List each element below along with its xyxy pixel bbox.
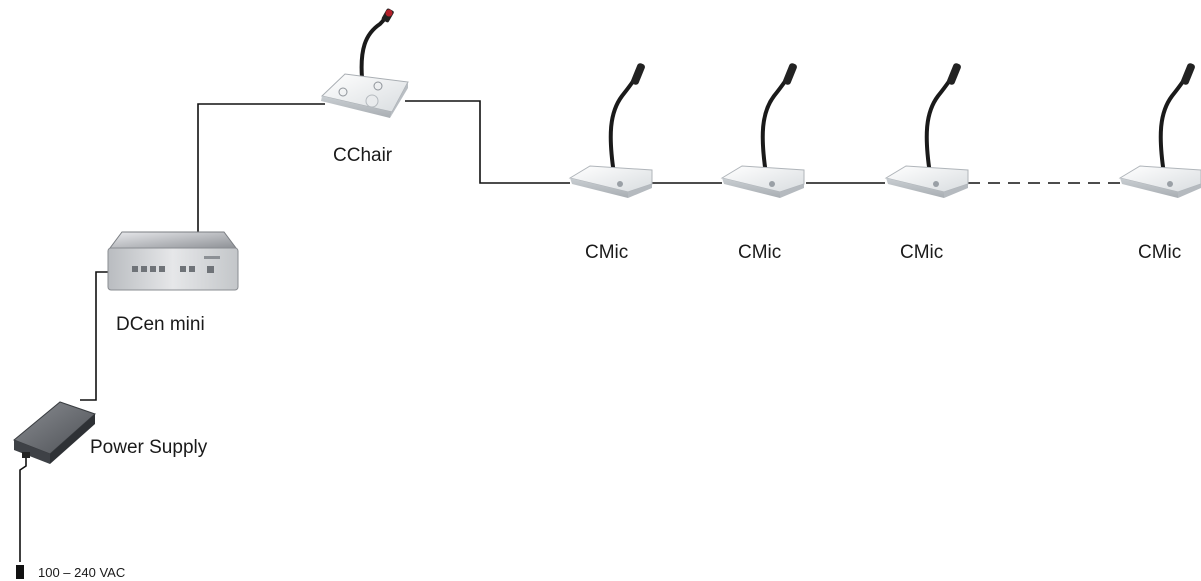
cables: [19, 100, 1122, 562]
mains-plug-icon: [16, 565, 24, 579]
cable-chair-to-mic1: [405, 100, 570, 184]
mic-label-1: CMic: [585, 242, 629, 263]
power-supply-label: Power Supply: [90, 437, 208, 458]
mic-label-3: CMic: [900, 242, 944, 263]
cable-psu-to-dcen: [80, 271, 108, 401]
central-unit-label: DCen mini: [116, 314, 205, 335]
power-supply-icon: [13, 401, 96, 464]
cable-psu-to-central: [19, 452, 27, 562]
mic-label-4: CMic: [1138, 242, 1182, 263]
chair-unit-icon: [320, 8, 409, 118]
central-unit-icon: [107, 231, 239, 291]
cable-dcen-to-chair: [197, 103, 325, 233]
mains-voltage-label: 100 – 240 VAC: [38, 565, 126, 580]
mic-unit-icon-3: [884, 63, 969, 198]
mic-unit-icon-4: [1118, 63, 1201, 198]
mic-unit-icon-1: [568, 63, 653, 198]
mic-label-2: CMic: [738, 242, 782, 263]
mic-unit-icon-2: [720, 63, 805, 198]
chair-label: CChair: [333, 145, 393, 166]
